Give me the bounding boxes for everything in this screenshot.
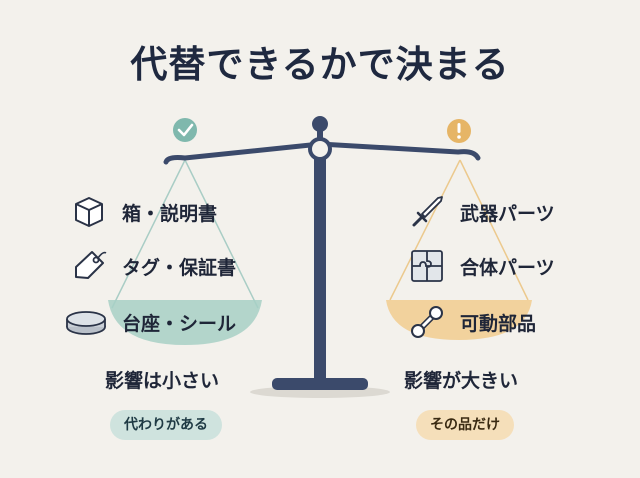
exclamation-icon bbox=[447, 119, 471, 143]
right-verdict: 影響が大きい bbox=[404, 370, 519, 392]
scale-base bbox=[272, 378, 368, 390]
joint-icon bbox=[411, 306, 443, 338]
left-pan bbox=[108, 300, 262, 345]
left-pan-string bbox=[111, 159, 186, 309]
scale-pivot bbox=[308, 137, 332, 161]
right-item-label: 合体パーツ bbox=[460, 256, 555, 279]
page-title: 代替できるかで決まる bbox=[130, 43, 510, 86]
left-item-label: タグ・保証書 bbox=[122, 256, 237, 279]
right-item-label: 武器パーツ bbox=[460, 202, 555, 225]
left-item-label: 箱・説明書 bbox=[122, 202, 218, 225]
puzzle-icon bbox=[411, 250, 443, 282]
left-badge: 代わりがある bbox=[110, 410, 222, 440]
right-pan-string bbox=[459, 159, 529, 301]
right-item-sword: 武器パーツ bbox=[408, 192, 555, 232]
sword-icon bbox=[412, 196, 443, 227]
tag-icon bbox=[75, 251, 107, 279]
scale-pillar bbox=[314, 140, 326, 385]
right-item-joint: 可動部品 bbox=[408, 302, 536, 342]
left-item-tag: タグ・保証書 bbox=[70, 246, 236, 286]
right-badge: その品だけ bbox=[416, 410, 514, 440]
check-icon bbox=[173, 118, 197, 142]
right-pan-string bbox=[389, 159, 461, 301]
left-verdict: 影響は小さい bbox=[105, 370, 220, 392]
right-item-puzzle: 合体パーツ bbox=[408, 246, 555, 286]
right-item-label: 可動部品 bbox=[460, 312, 537, 335]
left-pan-string bbox=[184, 159, 259, 309]
left-item-stand: 台座・シール bbox=[64, 302, 236, 342]
left-item-label: 台座・シール bbox=[122, 312, 237, 335]
left-item-box: 箱・説明書 bbox=[70, 192, 217, 232]
stand-base-icon bbox=[66, 311, 106, 335]
box-icon bbox=[75, 197, 103, 227]
scale-top-knob bbox=[312, 116, 328, 132]
